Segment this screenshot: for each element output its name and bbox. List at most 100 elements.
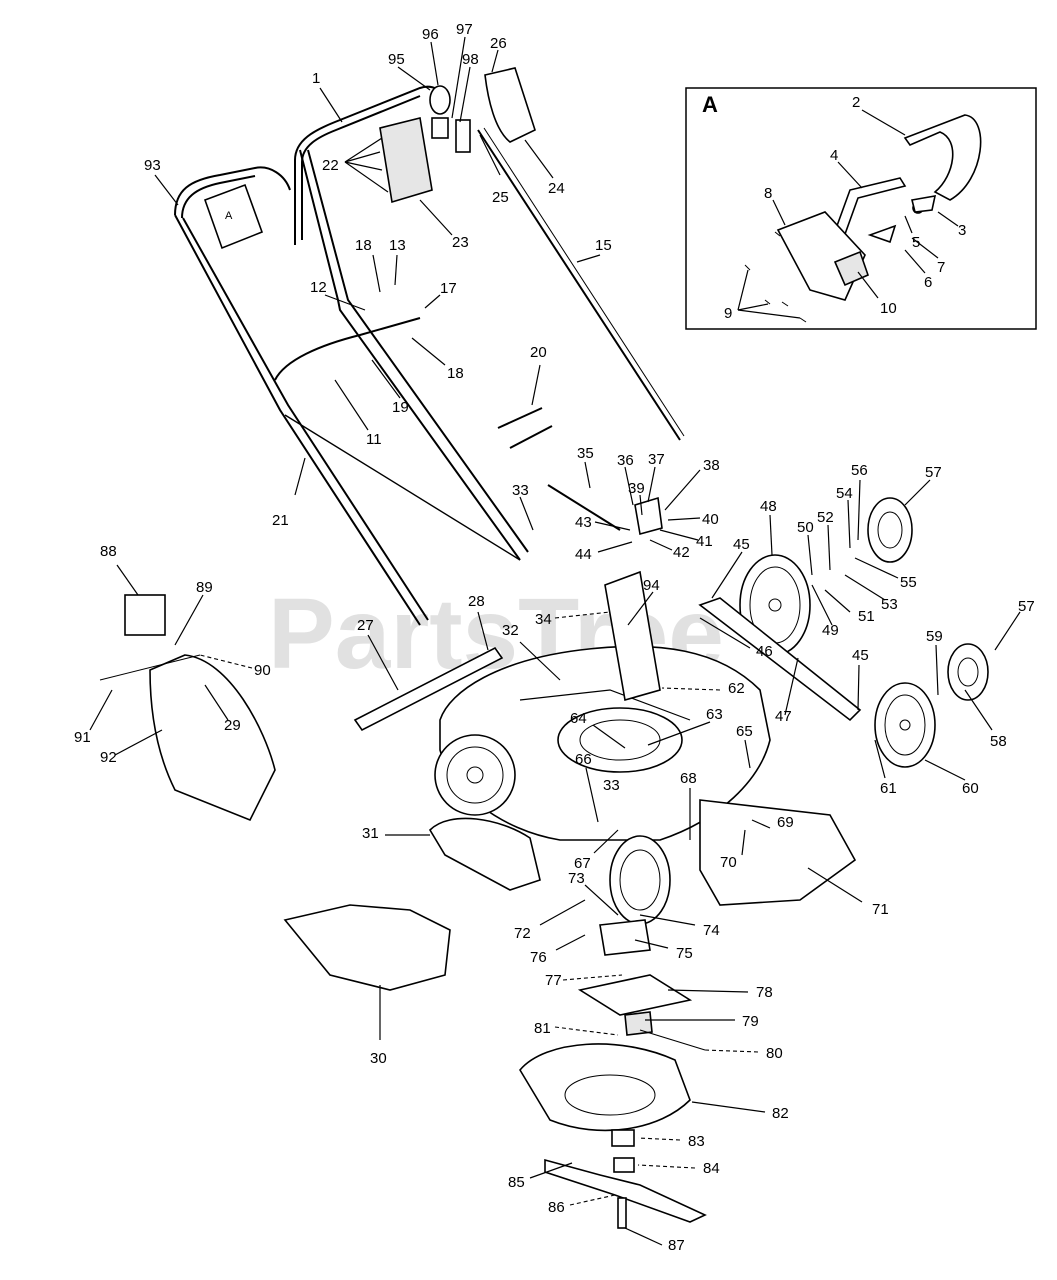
callout-71: 71	[872, 901, 889, 918]
callout-2: 2	[852, 94, 860, 111]
callout-22: 22	[322, 157, 339, 174]
inset-a: A	[685, 87, 1037, 330]
cable-clamp	[634, 496, 663, 536]
callout-72: 72	[514, 925, 531, 942]
callout-69: 69	[777, 814, 794, 831]
callout-77: 77	[545, 972, 562, 989]
callout-43: 43	[575, 514, 592, 531]
leader-lines	[89, 36, 1021, 1246]
callout-94: 94	[643, 577, 660, 594]
callout-4: 4	[830, 147, 838, 164]
mulch-plate	[283, 904, 451, 991]
callout-15: 15	[595, 237, 612, 254]
callout-90: 90	[254, 662, 271, 679]
callout-85: 85	[508, 1174, 525, 1191]
callout-93: 93	[144, 157, 161, 174]
callout-20: 20	[530, 344, 547, 361]
mower-deck	[434, 570, 857, 925]
callout-49: 49	[822, 622, 839, 639]
callout-34: 34	[535, 611, 552, 628]
inset-spring	[867, 224, 897, 244]
callout-83: 83	[688, 1133, 705, 1150]
callout-45b: 45	[852, 647, 869, 664]
callout-48: 48	[760, 498, 777, 515]
callout-42: 42	[673, 544, 690, 561]
callout-12: 12	[310, 279, 327, 296]
grass-bag	[99, 594, 276, 822]
callout-61: 61	[880, 780, 897, 797]
rear-rod	[353, 646, 504, 732]
callout-52: 52	[817, 509, 834, 526]
callout-5: 5	[912, 234, 920, 251]
knob-base	[431, 117, 449, 139]
callout-labels: 1 2 3 4 5 6 7 8 9 10 11 12 13 15 17 18 1…	[74, 21, 1035, 1254]
inset-screws	[744, 231, 807, 323]
callout-54: 54	[836, 485, 853, 502]
callout-37: 37	[648, 451, 665, 468]
callout-89: 89	[196, 579, 213, 596]
callout-21: 21	[272, 512, 289, 529]
callout-33a: 33	[512, 482, 529, 499]
callout-47: 47	[775, 708, 792, 725]
callout-73: 73	[568, 870, 585, 887]
control-bracket	[203, 183, 264, 250]
callout-56: 56	[851, 462, 868, 479]
callout-70: 70	[720, 854, 737, 871]
inset-bracket	[903, 114, 982, 201]
callout-65: 65	[736, 723, 753, 740]
inset-frame	[685, 87, 1037, 330]
callout-25: 25	[492, 189, 509, 206]
lower-handle: A	[174, 166, 521, 626]
callout-31: 31	[362, 825, 379, 842]
callout-1: 1	[312, 70, 320, 87]
side-deflector	[428, 817, 541, 891]
callout-68: 68	[680, 770, 697, 787]
callout-57b: 57	[1018, 598, 1035, 615]
rear-wheels	[739, 497, 989, 768]
callout-29: 29	[224, 717, 241, 734]
bag-chute	[149, 654, 276, 822]
callout-10: 10	[880, 300, 897, 317]
callout-57a: 57	[925, 464, 942, 481]
callout-76: 76	[530, 949, 547, 966]
callout-19: 19	[392, 399, 409, 416]
callout-3: 3	[958, 222, 966, 239]
rear-axle	[698, 597, 862, 722]
bag-latch	[124, 594, 166, 636]
callout-27: 27	[357, 617, 374, 634]
callout-13: 13	[389, 237, 406, 254]
callout-79: 79	[742, 1013, 759, 1030]
callout-55: 55	[900, 574, 917, 591]
callout-8: 8	[764, 185, 772, 202]
drive-cover	[484, 67, 536, 143]
callout-41: 41	[696, 533, 713, 550]
cable-bracket	[455, 119, 471, 153]
drive-assembly	[519, 919, 707, 1229]
callout-63: 63	[706, 706, 723, 723]
callout-17: 17	[440, 280, 457, 297]
callout-84: 84	[703, 1160, 720, 1177]
bracket-label: A	[225, 210, 233, 222]
callout-96: 96	[422, 26, 439, 43]
callout-75: 75	[676, 945, 693, 962]
callout-11: 11	[366, 431, 382, 448]
callout-86: 86	[548, 1199, 565, 1216]
callout-95: 95	[388, 51, 405, 68]
callout-87: 87	[668, 1237, 685, 1254]
callout-62: 62	[728, 680, 745, 697]
callout-81: 81	[534, 1020, 551, 1037]
knob	[429, 85, 451, 115]
callout-6: 6	[924, 274, 932, 291]
callout-88: 88	[100, 543, 117, 560]
control-box	[379, 117, 433, 204]
callout-51: 51	[858, 608, 875, 625]
inset-cover	[833, 250, 869, 287]
callout-50: 50	[797, 519, 814, 536]
callout-53: 53	[881, 596, 898, 613]
callout-18b: 18	[447, 365, 464, 382]
callout-45a: 45	[733, 536, 750, 553]
callout-66: 66	[575, 751, 592, 768]
callout-33b: 33	[603, 777, 620, 794]
callout-23: 23	[452, 234, 469, 251]
